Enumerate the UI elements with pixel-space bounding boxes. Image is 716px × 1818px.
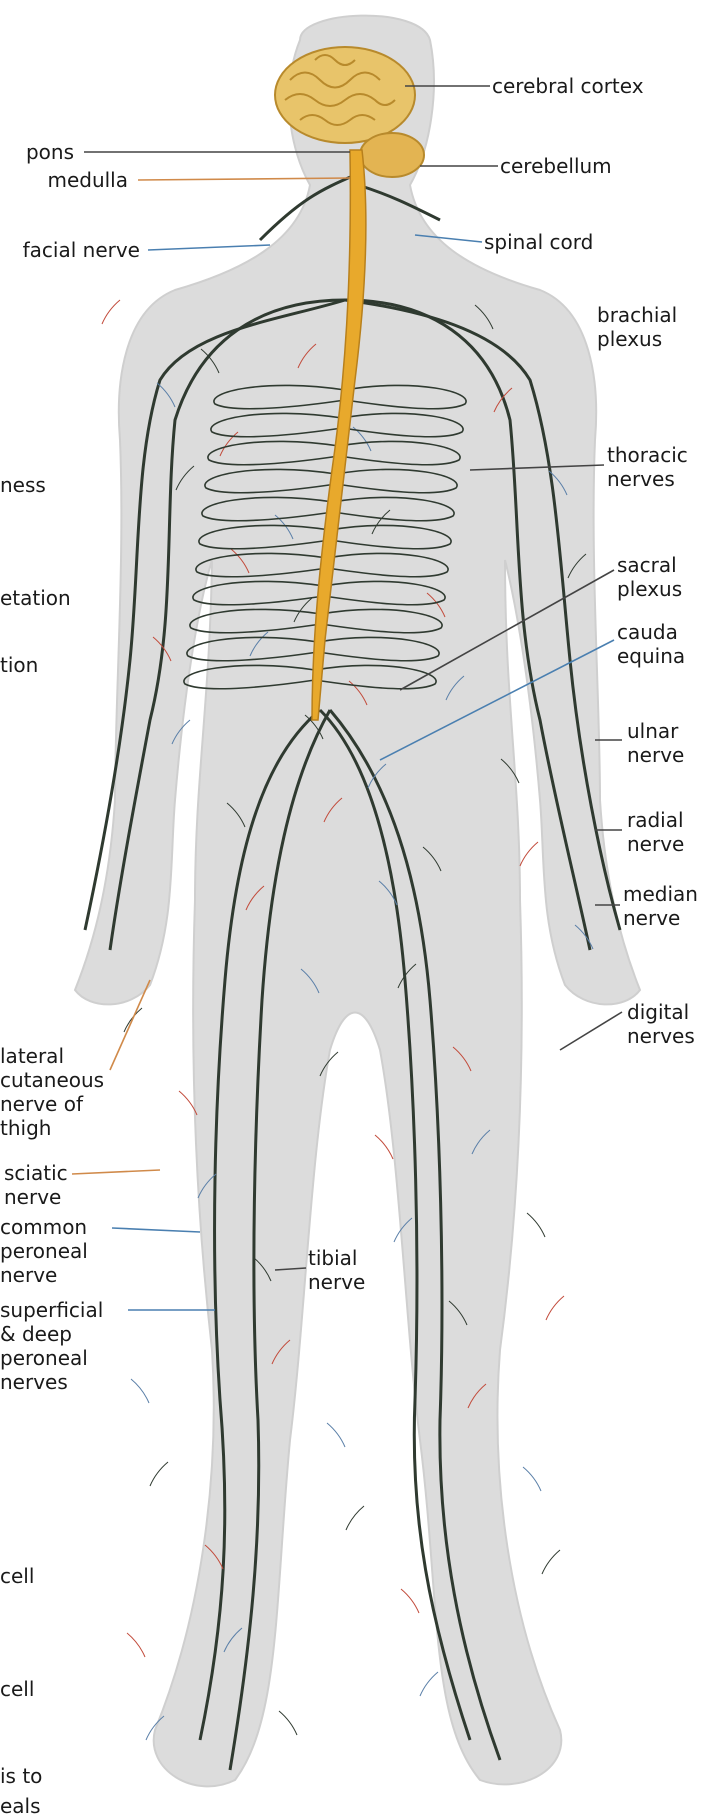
fine-nerve-branch: [279, 1711, 297, 1735]
label-sacral-plexus: sacral plexus: [617, 553, 682, 601]
fine-nerve-branch: [346, 1506, 364, 1530]
label-thoracic-nerves: thoracic nerves: [607, 443, 688, 491]
fine-nerve-branch: [546, 1296, 564, 1320]
label-facial-nerve: facial nerve: [0, 238, 140, 262]
label-pons: pons: [0, 140, 74, 164]
label-cauda-equina: cauda equina: [617, 620, 685, 668]
label-radial-nerve: radial nerve: [627, 808, 684, 856]
label-lateral-cutaneous: lateral cutaneous nerve of thigh: [0, 1044, 104, 1140]
fine-nerve-branch: [150, 1462, 168, 1486]
label-superficial-deep-peroneal: superficial & deep peroneal nerves: [0, 1298, 103, 1394]
label-ulnar-nerve: ulnar nerve: [627, 719, 684, 767]
fine-nerve-branch: [102, 300, 120, 324]
fine-nerve-branch: [131, 1379, 149, 1403]
fragment-eals: eals: [0, 1794, 41, 1818]
fine-nerve-branch: [327, 1423, 345, 1447]
fine-nerve-branch: [527, 1213, 545, 1237]
leader-line: [148, 245, 270, 250]
label-medulla: medulla: [0, 168, 128, 192]
label-common-peroneal: common peroneal nerve: [0, 1215, 88, 1287]
label-median-nerve: median nerve: [623, 882, 698, 930]
fine-nerve-branch: [127, 1633, 145, 1657]
fine-nerve-branch: [542, 1550, 560, 1574]
fragment-is-to: is to: [0, 1764, 42, 1788]
label-cerebellum: cerebellum: [500, 154, 612, 178]
fine-nerve-branch: [375, 1135, 393, 1159]
fragment-tion: tion: [0, 653, 38, 677]
leader-line: [560, 1012, 622, 1050]
label-brachial-plexus: brachial plexus: [597, 303, 677, 351]
label-sciatic-nerve: sciatic nerve: [4, 1161, 68, 1209]
fine-nerve-branch: [523, 1467, 541, 1491]
cerebellum: [360, 133, 424, 177]
label-spinal-cord: spinal cord: [484, 230, 593, 254]
fragment-cell-2: cell: [0, 1677, 34, 1701]
label-digital-nerves: digital nerves: [627, 1000, 695, 1048]
fine-nerve-branch: [520, 842, 538, 866]
label-cerebral-cortex: cerebral cortex: [492, 74, 644, 98]
fine-nerve-branch: [401, 1589, 419, 1613]
fragment-cell-1: cell: [0, 1564, 34, 1588]
fine-nerve-branch: [420, 1672, 438, 1696]
fragment-ness: ness: [0, 473, 46, 497]
fragment-etation: etation: [0, 586, 71, 610]
leader-line: [72, 1170, 160, 1174]
leader-line: [112, 1228, 200, 1232]
label-tibial-nerve: tibial nerve: [308, 1246, 365, 1294]
